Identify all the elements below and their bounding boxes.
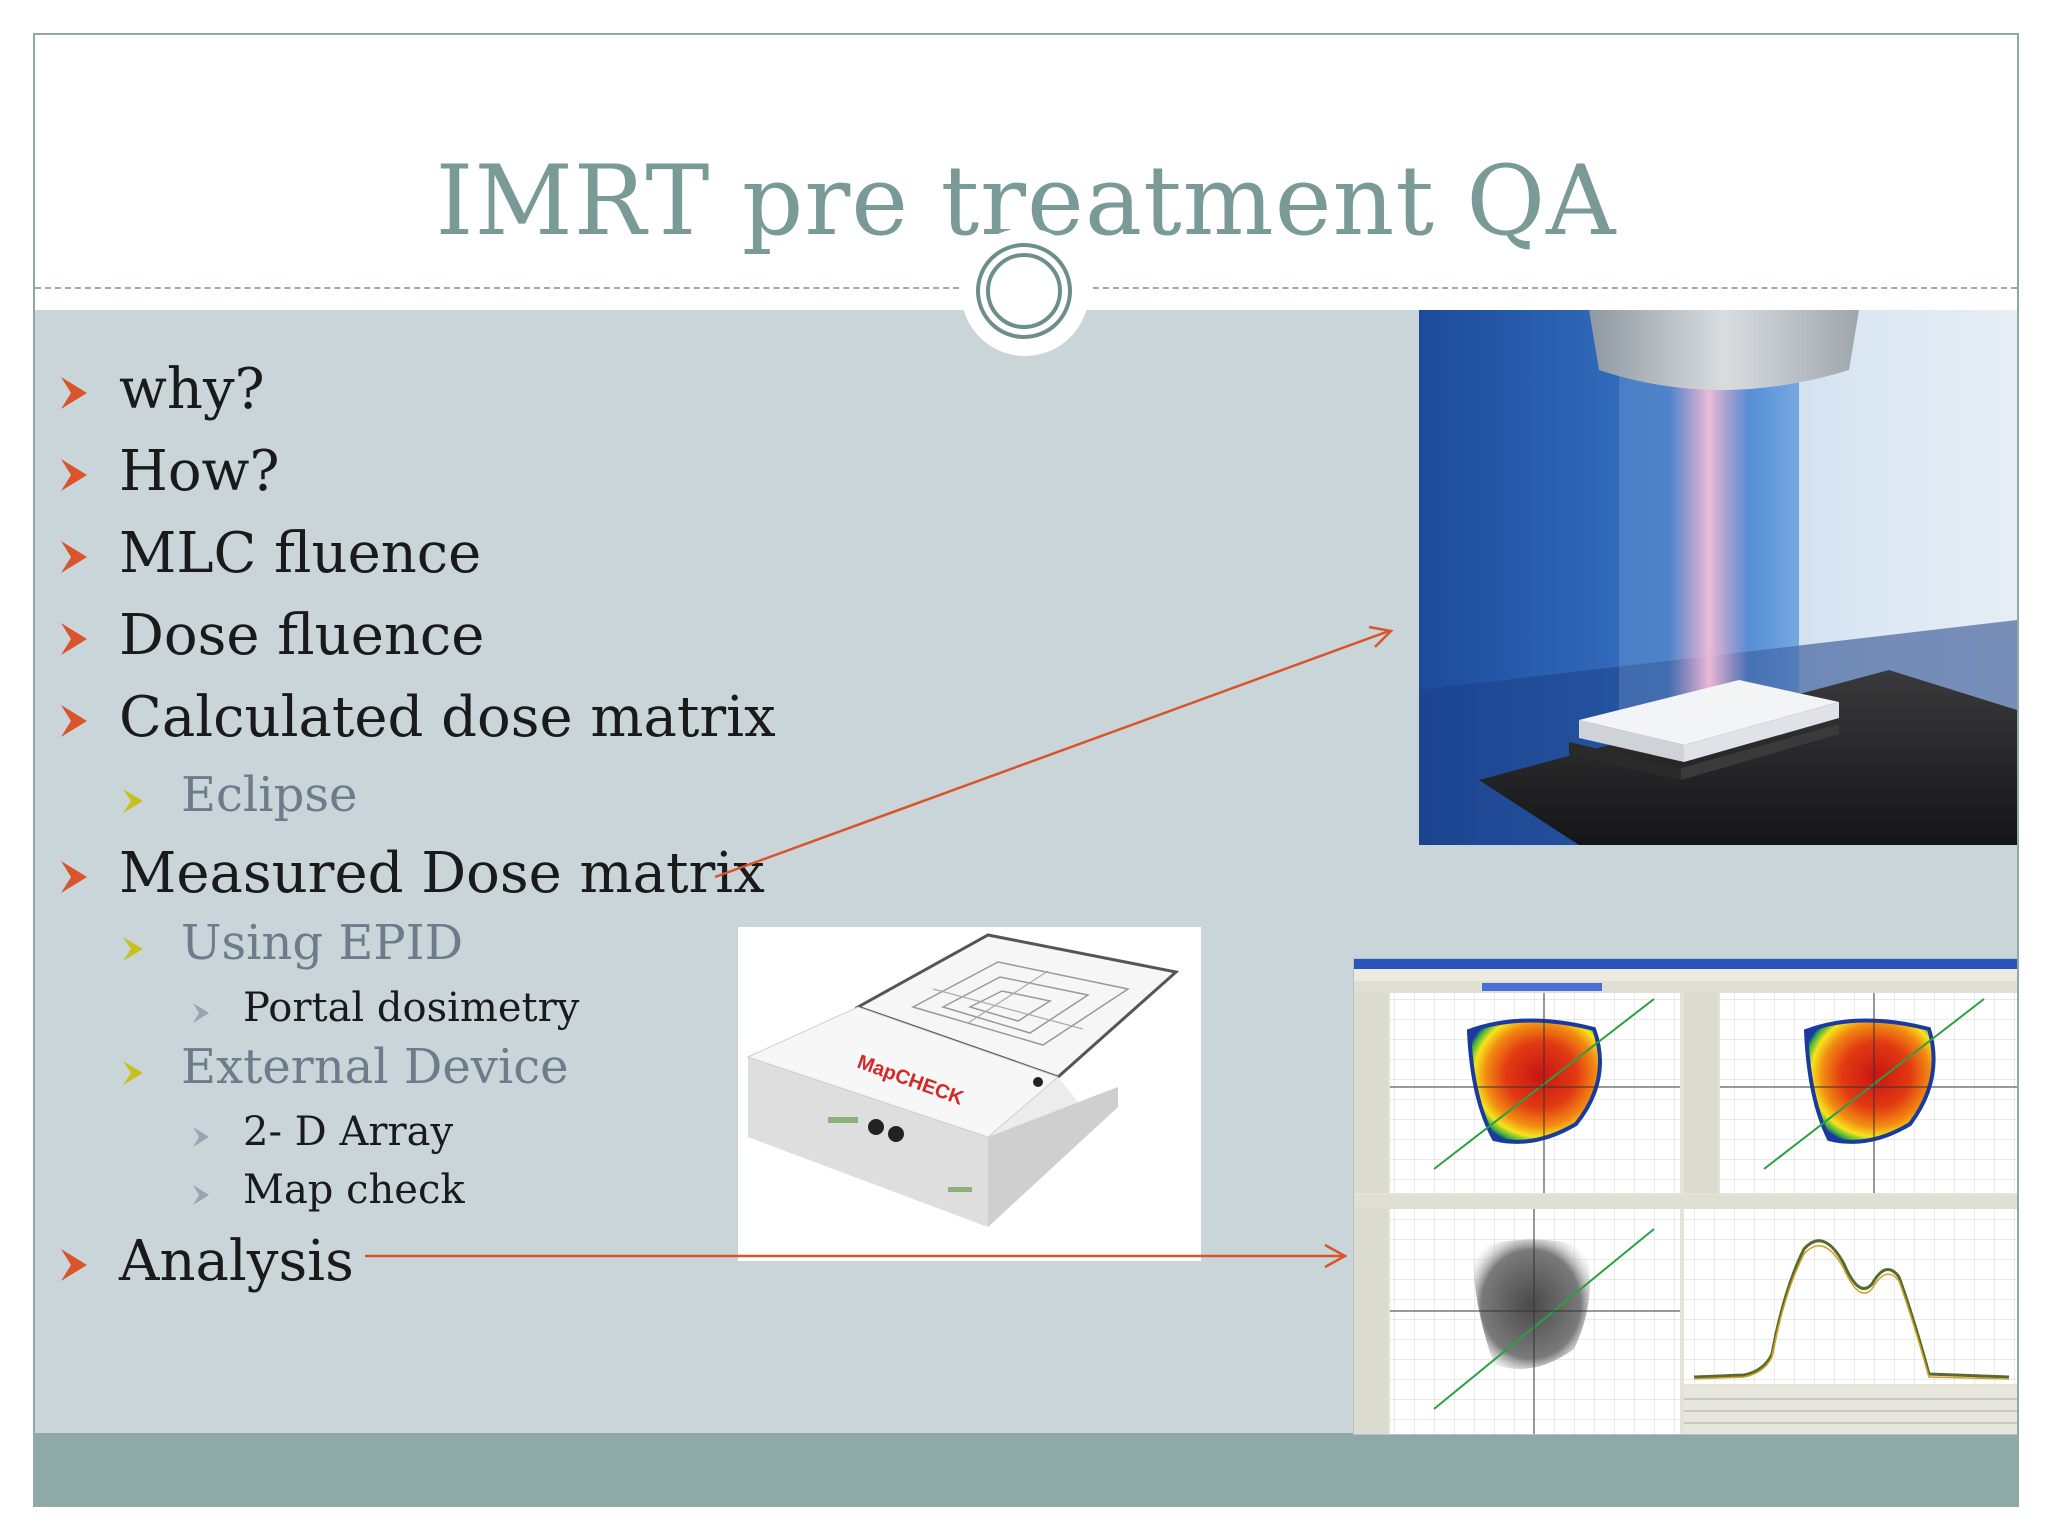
bullet-calculated-dose-matrix: Calculated dose matrix bbox=[119, 685, 776, 750]
bullet-measured-dose-matrix: Measured Dose matrix bbox=[119, 841, 765, 906]
bullet-2d-array: 2- D Array bbox=[243, 1109, 454, 1155]
bullet-using-epid: Using EPID bbox=[181, 915, 464, 971]
arrow-bullet-icon bbox=[59, 1247, 89, 1283]
connector-arrows bbox=[365, 625, 1394, 1269]
arrow-bullet-icon bbox=[59, 621, 89, 657]
arrow-measured-to-linac bbox=[714, 629, 1390, 879]
bullet-analysis: Analysis bbox=[119, 1229, 354, 1294]
bullet-why: why? bbox=[119, 357, 265, 422]
arrow-bullet-icon bbox=[59, 703, 89, 739]
bullet-dose-fluence: Dose fluence bbox=[119, 603, 485, 668]
arrow-bullet-icon bbox=[59, 859, 89, 895]
bullet-how: How? bbox=[119, 439, 280, 504]
bullet-external-device: External Device bbox=[181, 1039, 569, 1095]
bullet-portal-dosimetry: Portal dosimetry bbox=[243, 985, 580, 1031]
linac-beam-photo bbox=[1419, 310, 2017, 845]
arrow-bullet-icon bbox=[59, 375, 89, 411]
tiny-arrow-bullet-icon bbox=[191, 1001, 211, 1025]
small-arrow-bullet-icon bbox=[121, 787, 145, 815]
tiny-arrow-bullet-icon bbox=[191, 1125, 211, 1149]
small-arrow-bullet-icon bbox=[121, 935, 145, 963]
arrow-head-icon bbox=[1368, 625, 1394, 648]
bullet-map-check: Map check bbox=[243, 1167, 465, 1213]
bullet-mlc-fluence: MLC fluence bbox=[119, 521, 482, 586]
arrow-bullet-icon bbox=[59, 539, 89, 575]
arrow-head-icon bbox=[1324, 1243, 1348, 1269]
title-ornament-inner-ring bbox=[986, 253, 1062, 329]
mapcheck-device-photo: MapCHECK bbox=[738, 927, 1201, 1261]
bullet-eclipse: Eclipse bbox=[181, 767, 358, 823]
dose-analysis-software-screenshot bbox=[1353, 958, 2017, 1435]
footer-bar bbox=[35, 1433, 2017, 1505]
small-arrow-bullet-icon bbox=[121, 1059, 145, 1087]
arrow-bullet-icon bbox=[59, 457, 89, 493]
tiny-arrow-bullet-icon bbox=[191, 1183, 211, 1207]
slide: IMRT pre treatment QA why? How? MLC flue… bbox=[33, 33, 2019, 1507]
